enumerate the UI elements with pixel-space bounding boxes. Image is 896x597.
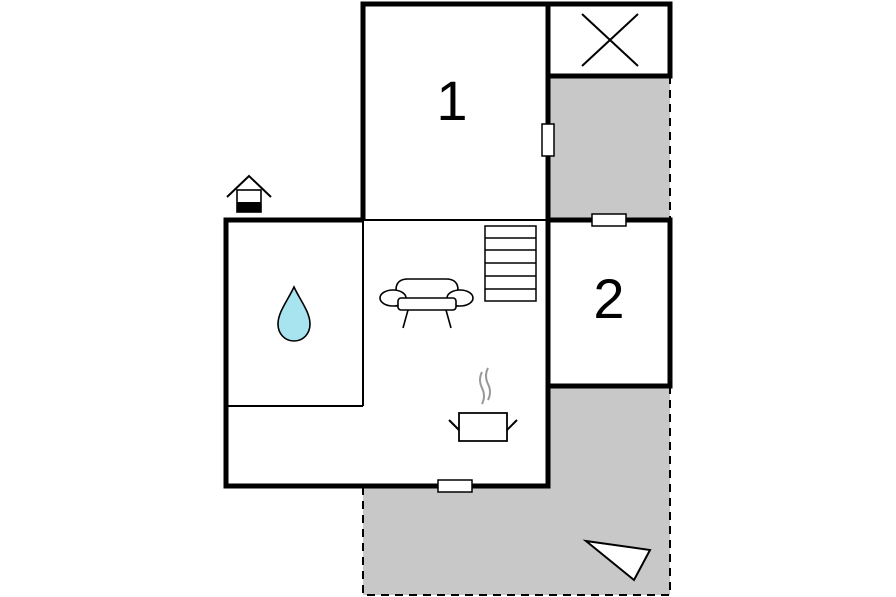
crossed-box-icon [581, 13, 639, 67]
room-label-1: 1 [436, 69, 467, 132]
window-bedroom-2 [591, 213, 627, 227]
cooking-pot-icon [448, 367, 518, 442]
sofa-icon [379, 278, 474, 329]
storage-box [545, 1, 673, 79]
terrace-upper [548, 76, 671, 220]
room-label-2: 2 [593, 267, 624, 330]
window-bedroom-1 [541, 123, 555, 157]
water-drop-icon [277, 285, 311, 342]
staircase-icon [484, 225, 537, 302]
compass-arrow-icon [582, 539, 652, 582]
door-main [437, 479, 473, 493]
well-house-icon [226, 174, 272, 213]
living-area-walls [223, 217, 551, 489]
